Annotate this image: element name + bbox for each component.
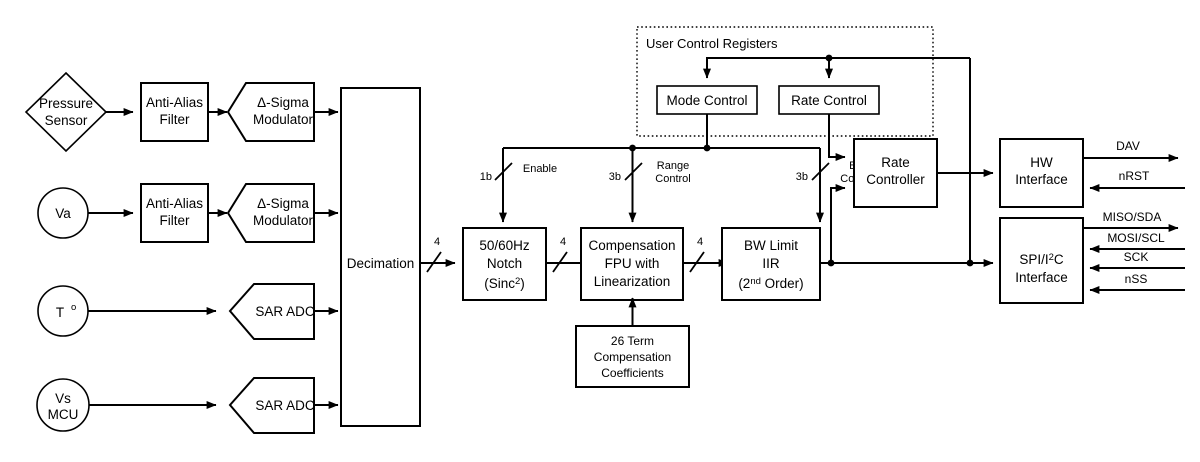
temperature-degree-superscript: o (71, 302, 76, 313)
notch-label-line2: Notch (487, 256, 522, 271)
bus-width-fpu-out: 4 (697, 236, 703, 248)
range-control-tap-label-line2: Control (655, 173, 690, 185)
bus-width-decimation-out: 4 (434, 236, 440, 248)
rate-control-label: Rate Control (791, 93, 867, 108)
bus-slash-notch-out (552, 251, 568, 273)
pressure-sensor-label-line1: Pressure (39, 96, 93, 111)
junction-mode-bus-center (703, 144, 711, 152)
signal-label-sck: SCK (1124, 250, 1149, 264)
fpu-label-line2: FPU with (605, 256, 660, 271)
bus-width-notch-out: 4 (560, 236, 566, 248)
block-sar-adc-1: SAR ADC (228, 283, 315, 340)
coefficients-label-line1: 26 Term (611, 334, 654, 348)
block-rate-control: Rate Control (778, 85, 880, 115)
rate-controller-label-line1: Rate (881, 155, 910, 170)
wire-data-to-rate-controller (830, 184, 846, 263)
vs-mcu-label-line1: Vs (55, 391, 71, 406)
pressure-sensor-label-line2: Sensor (45, 113, 88, 128)
aaf1-label-line1: Anti-Alias (146, 95, 203, 110)
block-anti-alias-filter-1: Anti-Alias Filter (140, 82, 209, 142)
coefficients-label-line3: Coefficients (601, 366, 663, 380)
user-control-registers-label: User Control Registers (646, 36, 778, 51)
aaf2-label-line1: Anti-Alias (146, 196, 203, 211)
slash-enable-tap (494, 162, 513, 181)
rate-controller-label-line2: Controller (866, 172, 925, 187)
block-decimation: Decimation (340, 87, 421, 427)
mod1-label-line1: Δ-Sigma (257, 95, 309, 110)
enable-tap-width: 1b (480, 171, 492, 183)
block-delta-sigma-modulator-2: Δ-Sigma Modulator (226, 183, 315, 243)
bwlimit-label-line1: BW Limit (744, 238, 798, 253)
junction-config-bus-rate (825, 54, 833, 62)
slash-range-control-tap (624, 162, 643, 181)
decimation-label: Decimation (347, 256, 415, 271)
junction-data-bus-rate-controller (827, 259, 835, 267)
enable-tap-label: Enable (523, 163, 557, 175)
signal-label-dav: DAV (1116, 139, 1140, 153)
fpu-label-line3: Linearization (594, 274, 671, 289)
temperature-label: T (56, 305, 64, 320)
hw-interface-label-line1: HW (1030, 155, 1053, 170)
user-control-registers-group (636, 26, 934, 137)
hw-interface-label-line2: Interface (1015, 172, 1068, 187)
notch-label-line1: 50/60Hz (479, 238, 530, 253)
block-rate-controller: Rate Controller (853, 138, 938, 208)
block-compensation-fpu: Compensation FPU with Linearization (580, 227, 684, 301)
range-control-tap-label-line1: Range (657, 160, 689, 172)
bwlimit-label-line2: IIR (762, 256, 780, 271)
block-spi-i2c-interface: SPI/I2C Interface (999, 217, 1084, 304)
block-delta-sigma-modulator-1: Δ-Sigma Modulator (226, 82, 315, 142)
source-vs-mcu: Vs MCU (36, 378, 90, 432)
signal-label-mosi-scl: MOSI/SCL (1107, 231, 1165, 245)
source-pressure-sensor: Pressure Sensor (24, 71, 108, 153)
block-bw-limit-iir: BW Limit IIR (2nd Order) (721, 227, 821, 301)
mod2-label-line1: Δ-Sigma (257, 196, 309, 211)
mode-control-label: Mode Control (666, 93, 747, 108)
sar-adc-2-label: SAR ADC (255, 398, 315, 413)
spi-interface-label-line2: Interface (1015, 270, 1068, 285)
bw-control-tap-width: 3b (796, 171, 808, 183)
spi-interface-label-line1: SPI/I2C (1019, 252, 1064, 267)
block-notch-filter: 50/60Hz Notch (Sinc2) (462, 227, 547, 301)
block-mode-control: Mode Control (656, 85, 758, 115)
bwlimit-label-line3: (2nd Order) (738, 276, 803, 291)
source-va: Va (37, 187, 89, 239)
notch-label-line3: (Sinc2) (484, 276, 525, 291)
signal-label-nrst: nRST (1119, 169, 1150, 183)
block-anti-alias-filter-2: Anti-Alias Filter (140, 183, 209, 243)
wire-config-bus-to-mode-control (703, 57, 970, 79)
wire-rate-control-to-rate-controller (828, 114, 846, 161)
aaf1-label-line2: Filter (160, 112, 191, 127)
block-sar-adc-2: SAR ADC (228, 377, 315, 434)
signal-label-miso-sda: MISO/SDA (1103, 210, 1162, 224)
aaf2-label-line2: Filter (160, 213, 191, 228)
fpu-label-line1: Compensation (588, 238, 675, 253)
va-label: Va (55, 206, 71, 221)
vs-mcu-label-line2: MCU (48, 407, 79, 422)
mod1-label-line2: Modulator (253, 112, 314, 127)
range-control-tap-width: 3b (609, 171, 621, 183)
source-temperature: T o (37, 285, 89, 337)
sar-adc-1-label: SAR ADC (255, 304, 315, 319)
bus-slash-decimation-out (426, 251, 442, 273)
coefficients-label-line2: Compensation (594, 350, 671, 364)
block-hw-interface: HW Interface (999, 138, 1084, 208)
slash-bw-control-tap (811, 162, 830, 181)
block-compensation-coefficients: 26 Term Compensation Coefficients (575, 325, 690, 388)
signal-label-nss: nSS (1125, 272, 1148, 286)
bus-slash-fpu-out (689, 251, 705, 273)
mod2-label-line2: Modulator (253, 213, 314, 228)
